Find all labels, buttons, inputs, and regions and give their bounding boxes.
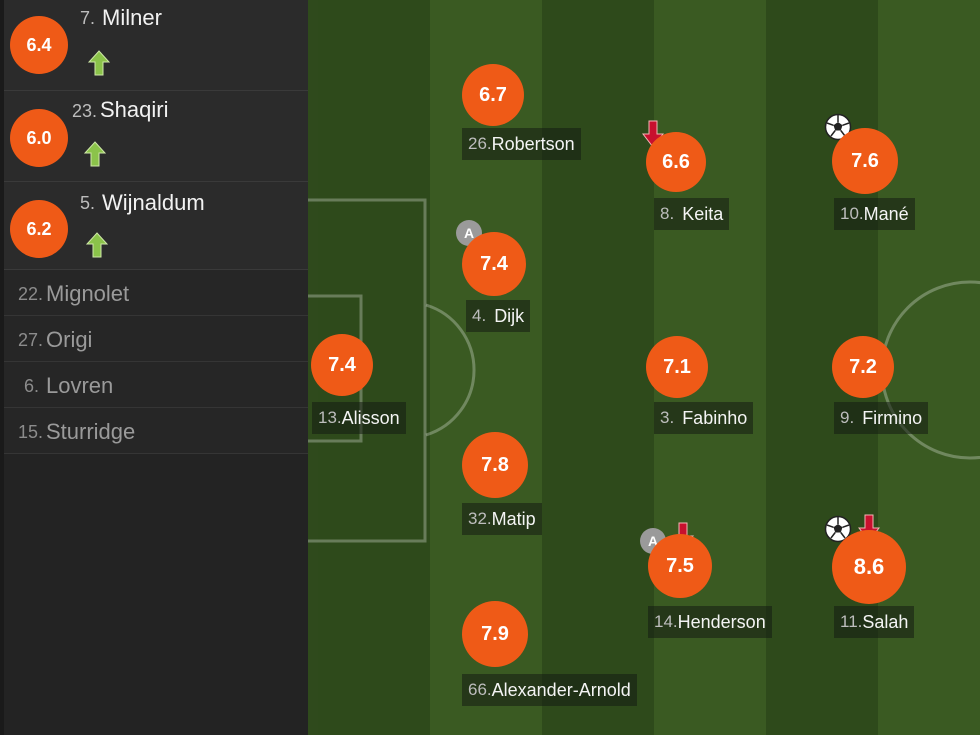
- player-label: 66.Alexander-Arnold: [462, 674, 637, 706]
- rating-circle: 7.4: [462, 232, 526, 296]
- player-number: 10.: [840, 204, 864, 223]
- rating-circle: 7.9: [462, 601, 528, 667]
- rating-circle: 7.2: [832, 336, 894, 398]
- rating-circle: 7.6: [832, 128, 898, 194]
- bench-row-mignolet[interactable]: 22. Mignolet: [4, 270, 308, 316]
- player-label: 13.Alisson: [312, 402, 406, 434]
- player-label: 9. Firmino: [834, 402, 929, 434]
- player-number: 3.: [660, 408, 675, 427]
- player-name: Mané: [863, 203, 909, 224]
- player-label: 4. Dijk: [466, 300, 531, 332]
- player-name: Shaqiri: [100, 97, 169, 122]
- player-number: 32.: [468, 509, 492, 528]
- player-number: 14.: [654, 612, 678, 631]
- player-number: 4.: [472, 306, 487, 325]
- player-name: Alisson: [341, 407, 400, 428]
- pitch-stripe: [542, 0, 654, 735]
- player-label: 32.Matip: [462, 503, 542, 535]
- player-number: 23.: [72, 101, 98, 121]
- player-name: Salah: [862, 611, 909, 632]
- player-number: 5.: [80, 193, 96, 213]
- player-name: Lovren: [46, 373, 114, 398]
- rating-circle: 6.2: [10, 200, 68, 258]
- player-number: 7.: [80, 8, 96, 28]
- player-number: 26.: [468, 134, 492, 153]
- bench-row-lovren[interactable]: 6. Lovren: [4, 362, 308, 408]
- player-label: 8. Keita: [654, 198, 730, 230]
- sub-row-milner[interactable]: 6.4 7. Milner: [4, 0, 308, 91]
- player-number: 22.: [18, 284, 44, 304]
- rating-circle: 7.4: [311, 334, 373, 396]
- sub-row-wijnaldum[interactable]: 6.2 5. Wijnaldum: [4, 182, 308, 270]
- player-name: Milner: [102, 5, 162, 30]
- player-label: 10.Mané: [834, 198, 915, 230]
- player-name: Henderson: [677, 611, 766, 632]
- substitutes-sidebar: 6.4 7. Milner 6.0 23. Shaqiri 6.2 5. Wij…: [0, 0, 308, 735]
- bench-row-sturridge[interactable]: 15. Sturridge: [4, 408, 308, 454]
- player-number: 13.: [318, 408, 342, 427]
- arrow-up-icon: [88, 50, 110, 76]
- player-name: Origi: [46, 327, 93, 352]
- player-name: Keita: [682, 203, 724, 224]
- player-number: 15.: [18, 422, 44, 442]
- player-number: 9.: [840, 408, 855, 427]
- player-name: Firmino: [862, 407, 923, 428]
- player-label: 14.Henderson: [648, 606, 772, 638]
- player-label: 3. Fabinho: [654, 402, 754, 434]
- rating-circle: 7.5: [648, 534, 712, 598]
- player-number: 27.: [18, 330, 44, 350]
- sidebar-edge: [0, 0, 4, 735]
- player-number: 6.: [24, 376, 40, 396]
- bench-row-origi[interactable]: 27. Origi: [4, 316, 308, 362]
- player-number: 11.: [840, 612, 863, 631]
- rating-circle: 6.0: [10, 109, 68, 167]
- player-label: 11.Salah: [834, 606, 915, 638]
- rating-circle: 8.6: [832, 530, 906, 604]
- player-name: Sturridge: [46, 419, 136, 444]
- player-name: Wijnaldum: [102, 190, 205, 215]
- player-name: Dijk: [494, 305, 525, 326]
- player-name: Alexander-Arnold: [491, 679, 631, 700]
- rating-circle: 7.8: [462, 432, 528, 498]
- football-icon: [824, 113, 852, 141]
- arrow-up-icon: [84, 141, 106, 167]
- football-icon: [824, 515, 852, 543]
- player-name: Mignolet: [46, 281, 130, 306]
- rating-circle: 6.6: [646, 132, 706, 192]
- player-name: Matip: [491, 508, 536, 529]
- pitch: 7.4 13.Alisson 6.7 26.Robertson A 7.4 4.…: [308, 0, 980, 735]
- player-number: 8.: [660, 204, 675, 223]
- rating-circle: 6.7: [462, 64, 524, 126]
- player-number: 66.: [468, 680, 492, 699]
- player-name: Fabinho: [682, 407, 748, 428]
- player-name: Robertson: [491, 133, 575, 154]
- arrow-up-icon: [86, 232, 108, 258]
- sub-row-shaqiri[interactable]: 6.0 23. Shaqiri: [4, 91, 308, 182]
- rating-circle: 7.1: [646, 336, 708, 398]
- rating-circle: 6.4: [10, 16, 68, 74]
- player-label: 26.Robertson: [462, 128, 581, 160]
